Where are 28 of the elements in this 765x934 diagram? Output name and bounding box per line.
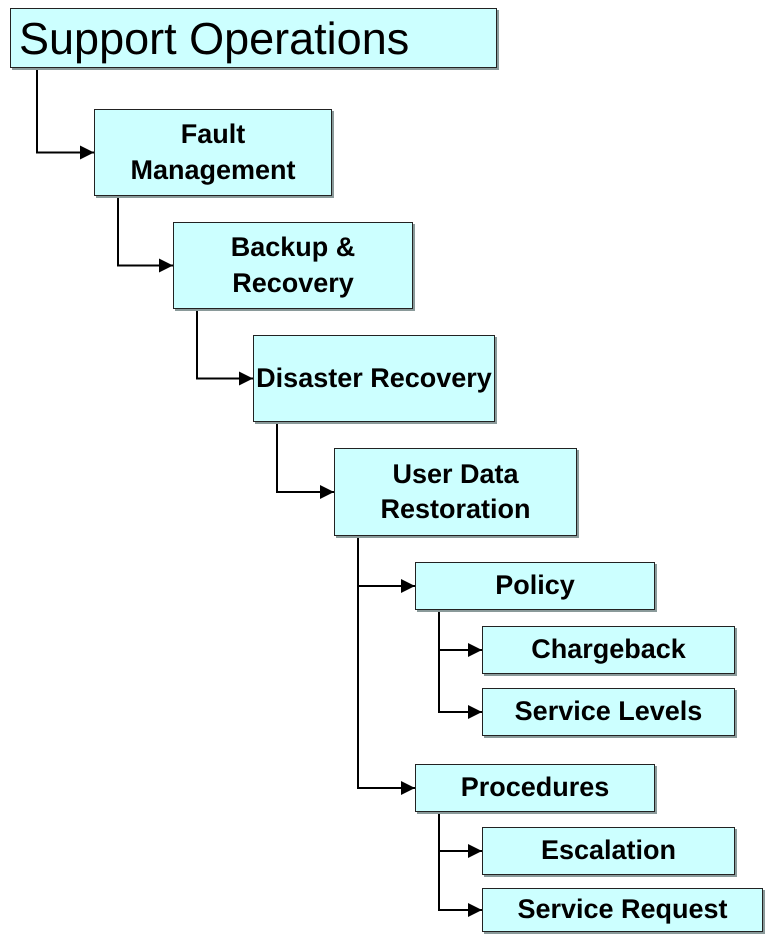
connector-arrow	[438, 812, 482, 917]
box-label: Fault Management	[129, 118, 297, 187]
process-box	[482, 827, 735, 875]
connector-arrow	[117, 196, 173, 272]
title-box	[10, 8, 497, 68]
process-box	[334, 448, 577, 536]
connector-arrow	[276, 422, 334, 499]
box-label: Backup & Recovery	[230, 231, 356, 300]
box-label: Service Request	[517, 893, 728, 926]
box-label: User Data Restoration	[379, 458, 532, 526]
connector-arrow	[357, 536, 415, 795]
connector-arrow	[36, 68, 94, 160]
box-label: Service Levels	[514, 695, 702, 728]
box-label: Escalation	[540, 834, 676, 868]
box-label: Chargeback	[531, 633, 686, 666]
process-box	[415, 764, 655, 812]
connector-arrow	[438, 610, 482, 719]
process-box	[173, 222, 413, 309]
process-box	[253, 335, 495, 422]
box-label: Procedures	[460, 771, 610, 804]
process-box	[482, 688, 735, 736]
box-label: Disaster Recovery	[256, 362, 492, 395]
process-box	[482, 626, 735, 674]
connector-arrow	[196, 309, 253, 386]
box-label: Policy	[495, 569, 575, 602]
process-box	[415, 562, 655, 610]
process-box	[94, 109, 332, 196]
process-box	[482, 888, 763, 932]
